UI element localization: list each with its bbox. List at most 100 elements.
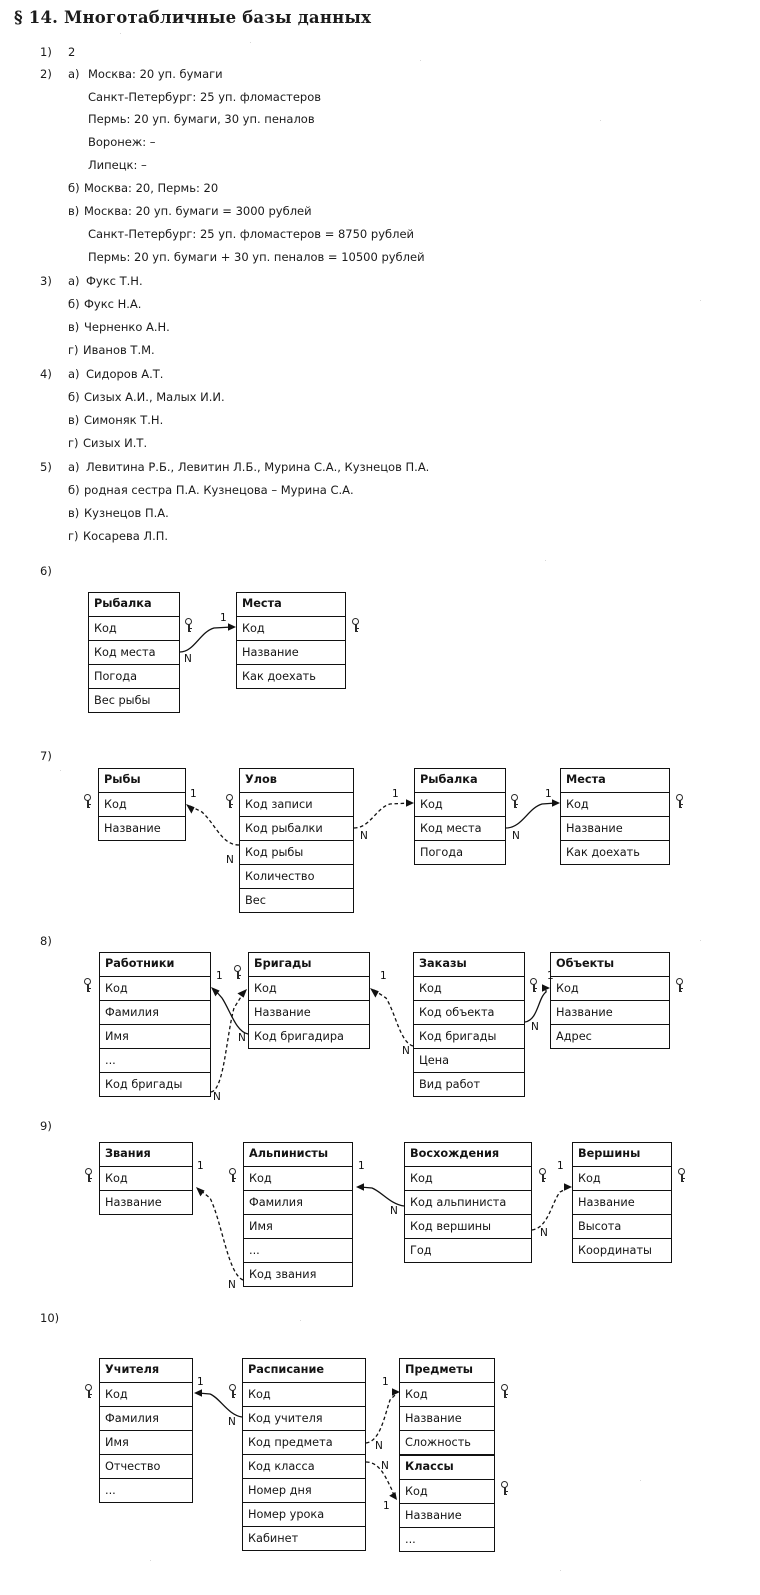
answer-sublabel: а) xyxy=(68,460,80,474)
table-field: Код бригады xyxy=(414,1024,524,1048)
table-field: Сложность xyxy=(400,1430,494,1454)
table-field: Код xyxy=(244,1166,352,1190)
answer-sublabel: б) xyxy=(68,297,80,311)
table-field: Название xyxy=(249,1000,369,1024)
table-field: Номер урока xyxy=(243,1502,365,1526)
table-field: Код альпиниста xyxy=(405,1190,531,1214)
table-title: Рыбалка xyxy=(94,597,152,610)
table-title: Вершины xyxy=(578,1147,641,1160)
table-field: Название xyxy=(573,1190,671,1214)
er-table-alpinisty: Альпинисты Код Фамилия Имя ... Код звани… xyxy=(243,1142,353,1287)
er-table-rybalka: Рыбалка Код Код места Погода xyxy=(414,768,506,865)
cardinality-n: N xyxy=(226,854,234,866)
key-icon xyxy=(84,978,93,993)
table-field: Код xyxy=(405,1166,531,1190)
cardinality-1: 1 xyxy=(392,788,399,800)
cardinality-n: N xyxy=(228,1279,236,1291)
er-table-voskhozhdeniya: Восхождения Код Код альпиниста Код верши… xyxy=(404,1142,532,1263)
table-title: Предметы xyxy=(405,1363,473,1376)
answer-text: Москва: 20 уп. бумаги xyxy=(88,67,223,81)
table-title: Классы xyxy=(405,1460,454,1473)
answer-sublabel: в) xyxy=(68,204,80,218)
diagram-number-7: 7) xyxy=(40,749,52,763)
answer-text: Фукс Т.Н. xyxy=(86,274,143,288)
table-field: Кабинет xyxy=(243,1526,365,1550)
table-title: Бригады xyxy=(254,957,312,970)
table-field: Имя xyxy=(244,1214,352,1238)
table-field: Код учителя xyxy=(243,1406,365,1430)
cardinality-n: N xyxy=(375,1440,383,1452)
er-table-zakazy: Заказы Код Код объекта Код бригады Цена … xyxy=(413,952,525,1097)
table-field: Код xyxy=(551,976,669,1000)
cardinality-n: N xyxy=(402,1045,410,1057)
answer-number-2: 2) xyxy=(40,67,52,81)
er-table-ulov: Улов Код записи Код рыбалки Код рыбы Кол… xyxy=(239,768,354,913)
table-field: Вид работ xyxy=(414,1072,524,1096)
table-field: Название xyxy=(551,1000,669,1024)
answer-sublabel: б) xyxy=(68,483,80,497)
table-title: Альпинисты xyxy=(249,1147,329,1160)
answer-text: родная сестра П.А. Кузнецова – Мурина С.… xyxy=(84,483,354,497)
table-field: Код xyxy=(89,616,179,640)
page-title: § 14. Многотабличные базы данных xyxy=(14,8,372,27)
table-field: Код xyxy=(573,1166,671,1190)
answer-text: Сизых И.Т. xyxy=(83,436,148,450)
table-field: Код xyxy=(99,792,185,816)
key-icon xyxy=(185,618,194,633)
key-icon xyxy=(226,794,235,809)
cardinality-1: 1 xyxy=(545,788,552,800)
answer-text: Пермь: 20 уп. бумаги, 30 уп. пеналов xyxy=(88,112,315,126)
key-icon xyxy=(539,1168,548,1183)
er-table-klassy: Классы Код Название ... xyxy=(399,1455,495,1552)
cardinality-1: 1 xyxy=(547,970,554,982)
table-title: Рыбы xyxy=(104,773,141,786)
answer-sublabel: в) xyxy=(68,413,80,427)
answer-sublabel: б) xyxy=(68,390,80,404)
table-field: Код xyxy=(249,976,369,1000)
table-field: Код xyxy=(561,792,669,816)
table-field: Как доехать xyxy=(237,664,345,688)
table-field: Имя xyxy=(100,1024,210,1048)
key-icon xyxy=(501,1481,510,1496)
answer-sublabel: в) xyxy=(68,320,80,334)
answer-text: Москва: 20, Пермь: 20 xyxy=(84,181,219,195)
er-table-uchitelya: Учителя Код Фамилия Имя Отчество ... xyxy=(99,1358,193,1503)
diagram-number-9: 9) xyxy=(40,1119,52,1133)
answer-sublabel: г) xyxy=(68,343,79,357)
table-field: Код xyxy=(100,1166,192,1190)
table-field: Код объекта xyxy=(414,1000,524,1024)
cardinality-n: N xyxy=(512,830,520,842)
table-field: Код xyxy=(100,976,210,1000)
table-field: Количество xyxy=(240,864,353,888)
answer-text: Липецк: – xyxy=(88,158,147,172)
er-table-rabotniki: Работники Код Фамилия Имя ... Код бригад… xyxy=(99,952,211,1097)
table-title: Рыбалка xyxy=(420,773,478,786)
table-field: Фамилия xyxy=(100,1000,210,1024)
answer-sublabel: а) xyxy=(68,274,80,288)
table-field: Отчество xyxy=(100,1454,192,1478)
key-icon xyxy=(678,1168,687,1183)
cardinality-n: N xyxy=(184,653,192,665)
answer-text: Сизых А.И., Малых И.И. xyxy=(84,390,225,404)
table-field: Код места xyxy=(415,816,505,840)
table-field: Код xyxy=(243,1382,365,1406)
answer-text: Симоняк Т.Н. xyxy=(84,413,164,427)
table-field: Фамилия xyxy=(244,1190,352,1214)
table-title: Расписание xyxy=(248,1363,325,1376)
table-title: Места xyxy=(242,597,282,610)
answer-sublabel: а) xyxy=(68,67,80,81)
answer-text: 2 xyxy=(68,45,76,59)
table-field: Код xyxy=(415,792,505,816)
answer-sublabel: г) xyxy=(68,436,79,450)
key-icon xyxy=(85,1384,94,1399)
key-icon xyxy=(530,978,539,993)
cardinality-n: N xyxy=(381,1460,389,1472)
answer-number-4: 4) xyxy=(40,367,52,381)
table-field: Имя xyxy=(100,1430,192,1454)
table-field: Высота xyxy=(573,1214,671,1238)
answer-sublabel: а) xyxy=(68,367,80,381)
cardinality-n: N xyxy=(531,1021,539,1033)
table-field: Код бригады xyxy=(100,1072,210,1096)
table-field: Код записи xyxy=(240,792,353,816)
key-icon xyxy=(234,965,243,980)
